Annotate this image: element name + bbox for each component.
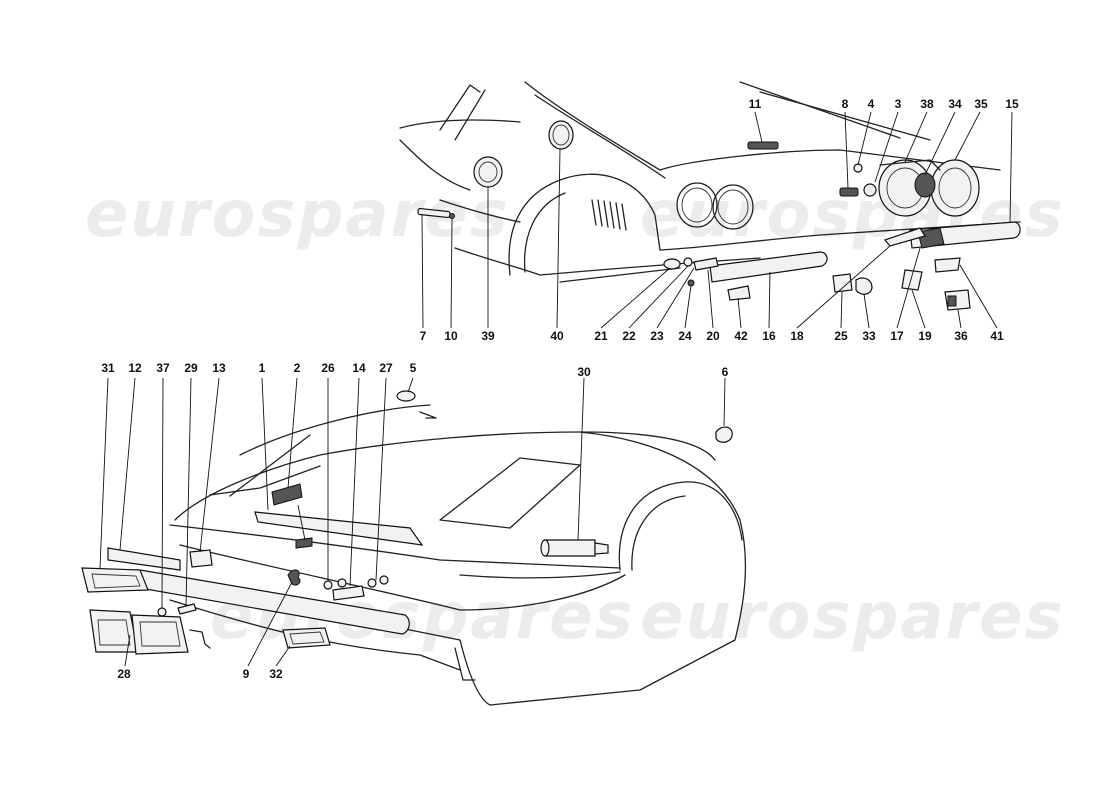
watermark-bottom: eurospares	[210, 580, 635, 654]
fuel-cap-left	[473, 156, 503, 188]
front-view	[81, 390, 747, 706]
callout-4: 4	[868, 97, 875, 111]
callout-12: 12	[128, 361, 142, 375]
callout-26: 26	[321, 361, 335, 375]
prancing-horse-emblem	[287, 569, 301, 586]
rear-view	[399, 81, 1021, 311]
callout-29: 29	[184, 361, 198, 375]
callout-15: 15	[1005, 97, 1019, 111]
callout-41: 41	[990, 329, 1004, 343]
hood-badge	[271, 483, 303, 506]
rear-bumper-left	[709, 251, 828, 283]
callout-23: 23	[650, 329, 664, 343]
callout-28: 28	[117, 667, 131, 681]
callout-19: 19	[918, 329, 932, 343]
callout-20: 20	[706, 329, 720, 343]
callout-39: 39	[481, 329, 495, 343]
callout-1: 1	[259, 361, 266, 375]
callout-10: 10	[444, 329, 458, 343]
side-emblem-part	[417, 207, 451, 219]
side-repeater-right	[715, 426, 733, 443]
callout-2: 2	[294, 361, 301, 375]
callout-numbers: 11 8 4 3 38 34 35 15 7 10 39 40 21 22 23…	[101, 97, 1019, 681]
callout-17: 17	[890, 329, 904, 343]
callout-16: 16	[762, 329, 776, 343]
front-lamps	[81, 567, 331, 655]
callout-32: 32	[269, 667, 283, 681]
rear-lamp-assembly	[863, 159, 980, 217]
hood-trim-strip	[254, 511, 424, 546]
callout-5: 5	[410, 361, 417, 375]
callout-42: 42	[734, 329, 748, 343]
callout-25: 25	[834, 329, 848, 343]
rear-badge-part	[747, 141, 779, 150]
callout-11: 11	[749, 97, 762, 111]
callout-36: 36	[954, 329, 968, 343]
callout-33: 33	[862, 329, 876, 343]
callout-6: 6	[722, 365, 729, 379]
callout-3: 3	[895, 97, 902, 111]
front-bumper-left	[107, 547, 181, 571]
bumper-mounts	[323, 575, 389, 601]
callout-21: 21	[594, 329, 608, 343]
callout-13: 13	[212, 361, 226, 375]
callout-18: 18	[790, 329, 804, 343]
callout-40: 40	[550, 329, 564, 343]
washer-nozzle-part	[540, 539, 609, 557]
callout-27: 27	[379, 361, 393, 375]
side-vents	[591, 199, 627, 231]
callout-14: 14	[352, 361, 366, 375]
side-repeater-left	[396, 390, 416, 402]
callout-31: 31	[101, 361, 115, 375]
leader-lines	[99, 111, 1013, 667]
callout-8: 8	[842, 97, 849, 111]
tail-light-housings	[676, 182, 754, 230]
watermark-right-bottom: eurospares	[640, 580, 1065, 654]
front-bumper-main	[139, 569, 410, 635]
callout-34: 34	[948, 97, 962, 111]
callout-24: 24	[678, 329, 692, 343]
callout-37: 37	[156, 361, 170, 375]
callout-7: 7	[420, 329, 427, 343]
callout-35: 35	[974, 97, 988, 111]
callout-9: 9	[243, 667, 250, 681]
callout-30: 30	[577, 365, 591, 379]
callout-22: 22	[622, 329, 636, 343]
callout-38: 38	[920, 97, 934, 111]
